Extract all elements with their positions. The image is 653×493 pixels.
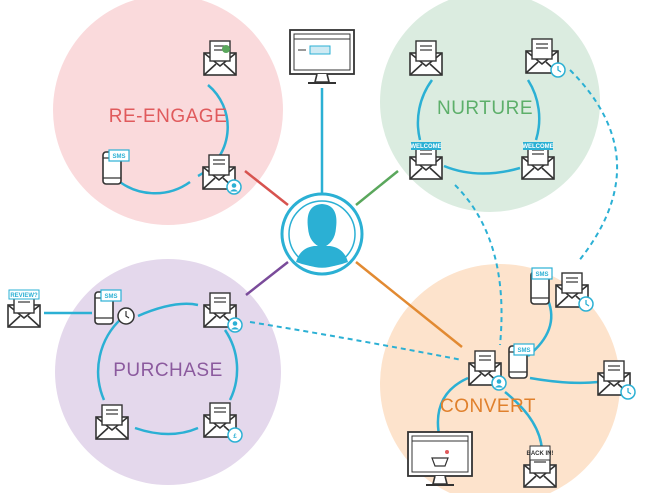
convert-back-in-email-icon: BACK IN! bbox=[523, 445, 557, 488]
spoke-nurture bbox=[355, 170, 399, 206]
reengage-email-plus-icon bbox=[203, 40, 237, 76]
svg-text:SMS: SMS bbox=[517, 348, 530, 354]
dashed-purchase-convert bbox=[249, 321, 463, 361]
nurture-loop bbox=[416, 79, 434, 141]
svg-text:WELCOME: WELCOME bbox=[410, 144, 441, 150]
spoke-convert bbox=[355, 261, 463, 348]
svg-text:BACK IN!: BACK IN! bbox=[527, 451, 554, 457]
spoke-purchase bbox=[245, 261, 289, 296]
convert-sms-phone-icon-2: SMS bbox=[508, 343, 535, 379]
reengage-sms-phone-icon: SMS bbox=[102, 149, 130, 185]
dashed-nurture-convert bbox=[454, 184, 503, 346]
convert-basket-monitor-icon bbox=[407, 431, 473, 486]
svg-text:WELCOME: WELCOME bbox=[522, 144, 553, 150]
review-email-icon: REVIEW? bbox=[7, 289, 41, 328]
top-desktop-monitor-icon bbox=[289, 29, 355, 84]
purchase-label: PURCHASE bbox=[113, 360, 223, 381]
svg-text:£: £ bbox=[233, 434, 237, 440]
purchase-loop bbox=[96, 317, 123, 401]
purchase-email-pound-icon: £ bbox=[203, 402, 243, 443]
nurture-welcome-email-icon: WELCOME bbox=[409, 142, 443, 180]
convert-email-clock-icon bbox=[555, 272, 594, 312]
convert-label: CONVERT bbox=[440, 396, 536, 417]
svg-text:SMS: SMS bbox=[112, 154, 125, 160]
convert-sms-phone-icon: SMS bbox=[530, 267, 553, 305]
nurture-label: NURTURE bbox=[437, 98, 533, 119]
svg-text:SMS: SMS bbox=[104, 294, 117, 300]
convert-email-clock-icon-2 bbox=[597, 360, 636, 400]
reengage-label: RE-ENGAGE bbox=[109, 106, 228, 127]
nurture-welcome-email-icon-2: WELCOME bbox=[521, 142, 555, 180]
svg-text:SMS: SMS bbox=[535, 272, 548, 278]
purchase-sms-phone-icon: SMS bbox=[94, 289, 122, 325]
svg-text:REVIEW?: REVIEW? bbox=[10, 293, 38, 299]
dashed-nurture-convert-2 bbox=[569, 69, 618, 263]
alarm-clock-icon bbox=[117, 307, 135, 325]
spoke-reengage bbox=[244, 170, 289, 206]
